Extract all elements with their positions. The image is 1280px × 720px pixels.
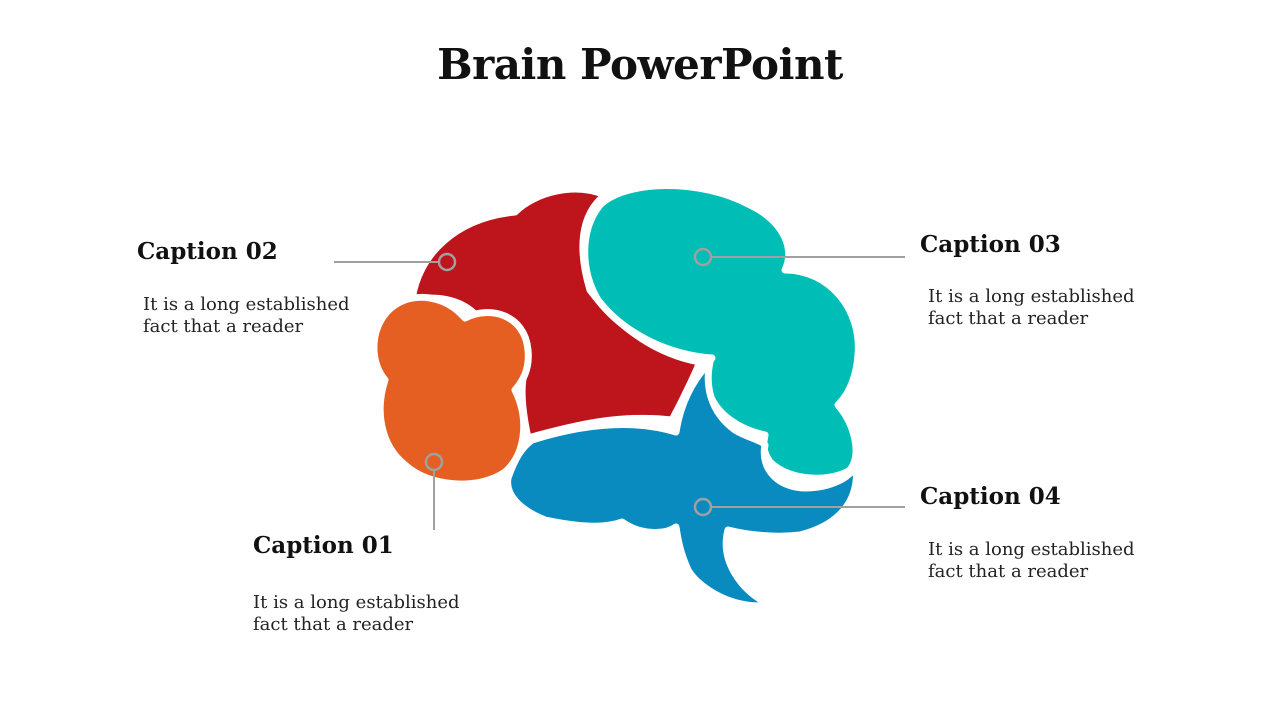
caption-03-line-2: fact that a reader [928,308,1089,329]
caption-02-line-2: fact that a reader [143,316,304,337]
connector-dot-caption-01 [424,452,444,472]
connector-lines [334,256,905,530]
caption-04-text: It is a long established fact that a rea… [928,539,1158,583]
caption-04-line-2: fact that a reader [928,561,1089,582]
caption-03-title: Caption 03 [920,231,1061,258]
connector-dot-caption-04 [693,497,713,517]
caption-01-line-1: It is a long established [253,592,460,613]
brain-lobe-teal [581,182,862,482]
connector-dot-caption-03 [693,247,713,267]
caption-03-line-1: It is a long established [928,286,1135,307]
caption-01-title: Caption 01 [253,532,394,559]
caption-02-line-1: It is a long established [143,294,350,315]
caption-04-line-1: It is a long established [928,539,1135,560]
slide-title: Brain PowerPoint [437,40,843,89]
caption-01-text: It is a long established fact that a rea… [253,592,483,636]
caption-04-title: Caption 04 [920,483,1061,510]
connector-dot-caption-02 [437,252,457,272]
caption-03-text: It is a long established fact that a rea… [928,286,1158,330]
connector-dots [424,247,713,517]
caption-02-title: Caption 02 [137,238,278,265]
brain-lobe-orange [370,293,532,488]
caption-02-text: It is a long established fact that a rea… [143,294,373,338]
caption-01-line-2: fact that a reader [253,614,414,635]
